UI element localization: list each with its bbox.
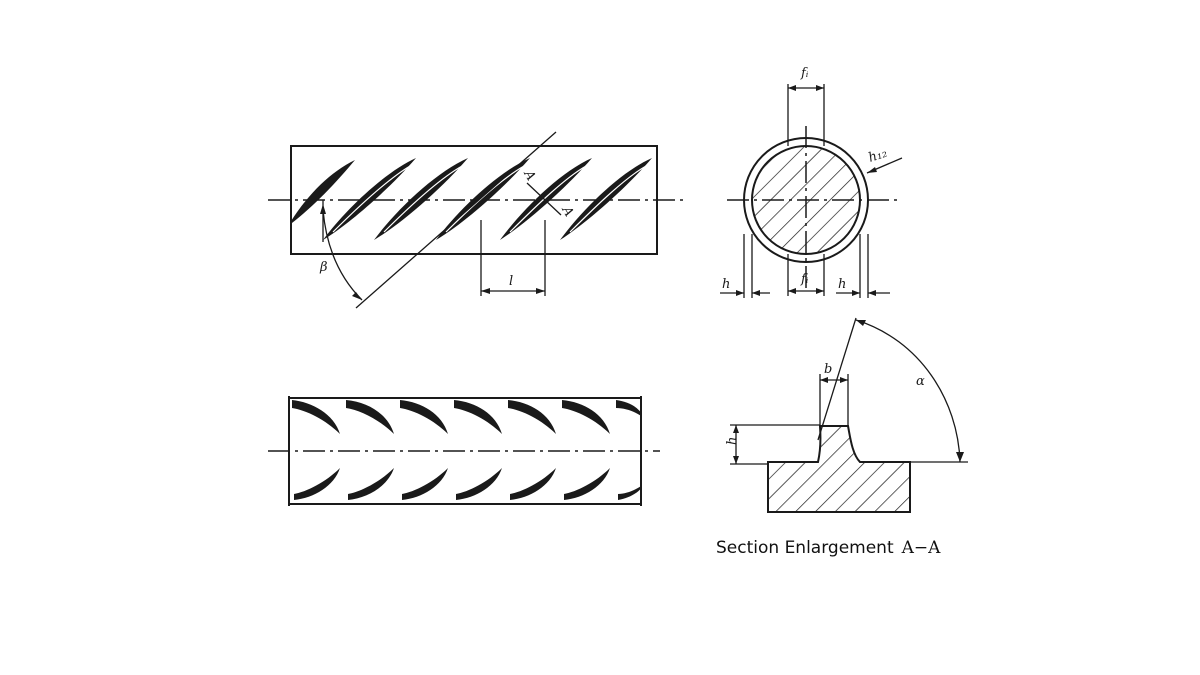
beta-arc <box>322 209 363 301</box>
section-cut-line <box>526 182 562 216</box>
side-view: β A A l <box>268 131 684 309</box>
h-left-label: h <box>722 277 730 292</box>
alpha-label: α <box>916 374 925 389</box>
h-right-label: h <box>838 277 846 292</box>
rib-angle-line <box>355 131 557 309</box>
h-y-label: h₁₂ <box>867 146 890 166</box>
beta-label: β <box>319 260 328 275</box>
rib-profile-hatched <box>767 425 911 513</box>
transverse-ribs <box>291 158 652 240</box>
rib-profile-view <box>268 396 660 506</box>
section-id: A−A <box>901 538 941 558</box>
cross-section-view: fᵢ fᵢ h h h₁₂ <box>720 66 903 298</box>
alpha-arc <box>855 319 961 463</box>
spacing-l-label: l <box>509 274 513 289</box>
bar-circle-outer <box>743 137 869 263</box>
h-section-label: h <box>725 437 740 445</box>
section-enlargement: h b α <box>725 317 968 513</box>
f1-top-label: fᵢ <box>800 66 809 81</box>
bar-core <box>751 145 861 255</box>
rib <box>291 160 355 224</box>
crescent-ribs <box>292 400 641 500</box>
section-caption: Section Enlargement A−A <box>716 538 940 558</box>
flank-extension-line <box>817 317 857 441</box>
f1-bottom-label: fᵢ <box>800 272 809 287</box>
b-label: b <box>824 362 832 377</box>
cut-a-top-label: A <box>520 167 538 183</box>
caption-text: Section Enlargement <box>716 538 894 558</box>
cut-a-bottom-label: A <box>558 203 576 219</box>
